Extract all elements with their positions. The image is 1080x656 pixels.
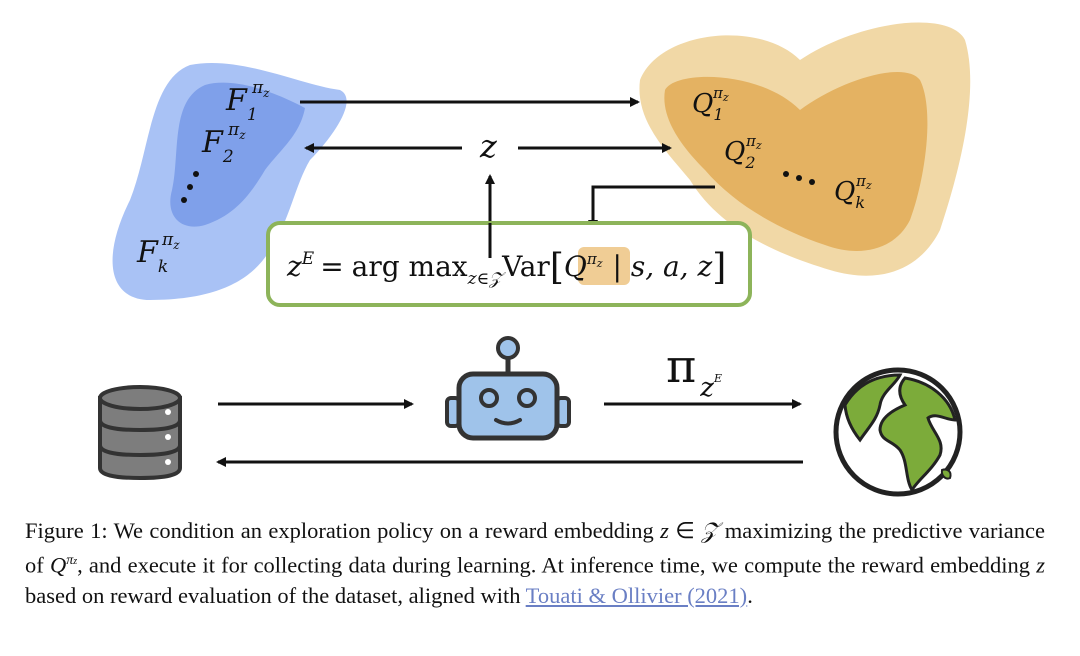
- svg-text:πz: πz: [227, 120, 246, 142]
- f1-label: F1: [225, 83, 258, 125]
- q1-label: Q1: [692, 89, 724, 124]
- figure-diagram: F1 πz F2 πz Fk πz Q1 πz Q2 πz Qk πz z zE…: [98, 22, 971, 497]
- database-icon: [98, 385, 182, 481]
- svg-text:πz: πz: [855, 172, 872, 192]
- equation-box: [266, 221, 752, 307]
- q2-label: Q2: [724, 137, 756, 172]
- z-center-label: z: [479, 127, 498, 165]
- equation: zE=arg maxz∈𝒵Var[Qπz| s, a, z]: [286, 247, 726, 289]
- f2-label: F2: [201, 125, 234, 167]
- caption-prefix: Figure 1:: [25, 518, 108, 543]
- qk-label: Qk: [834, 177, 865, 212]
- svg-text:πz: πz: [745, 132, 762, 152]
- citation-link[interactable]: Touati & Ollivier (2021): [525, 582, 748, 608]
- figure-caption: Figure 1: We condition an exploration po…: [25, 518, 1045, 608]
- f-vertical-ellipsis: [181, 171, 199, 203]
- q-horizontal-ellipsis: [783, 171, 815, 185]
- fk-label: Fk: [136, 235, 168, 277]
- globe-icon: [833, 367, 963, 497]
- svg-text:πz: πz: [251, 78, 270, 100]
- f-set-inner-blob: [170, 82, 305, 227]
- robot-icon: [445, 336, 571, 441]
- svg-text:πz: πz: [712, 84, 729, 104]
- q-highlight: [578, 247, 630, 285]
- arrow-q-to-box: [588, 185, 715, 230]
- q-set-inner-blob: [664, 71, 928, 252]
- svg-text:πz: πz: [161, 230, 180, 252]
